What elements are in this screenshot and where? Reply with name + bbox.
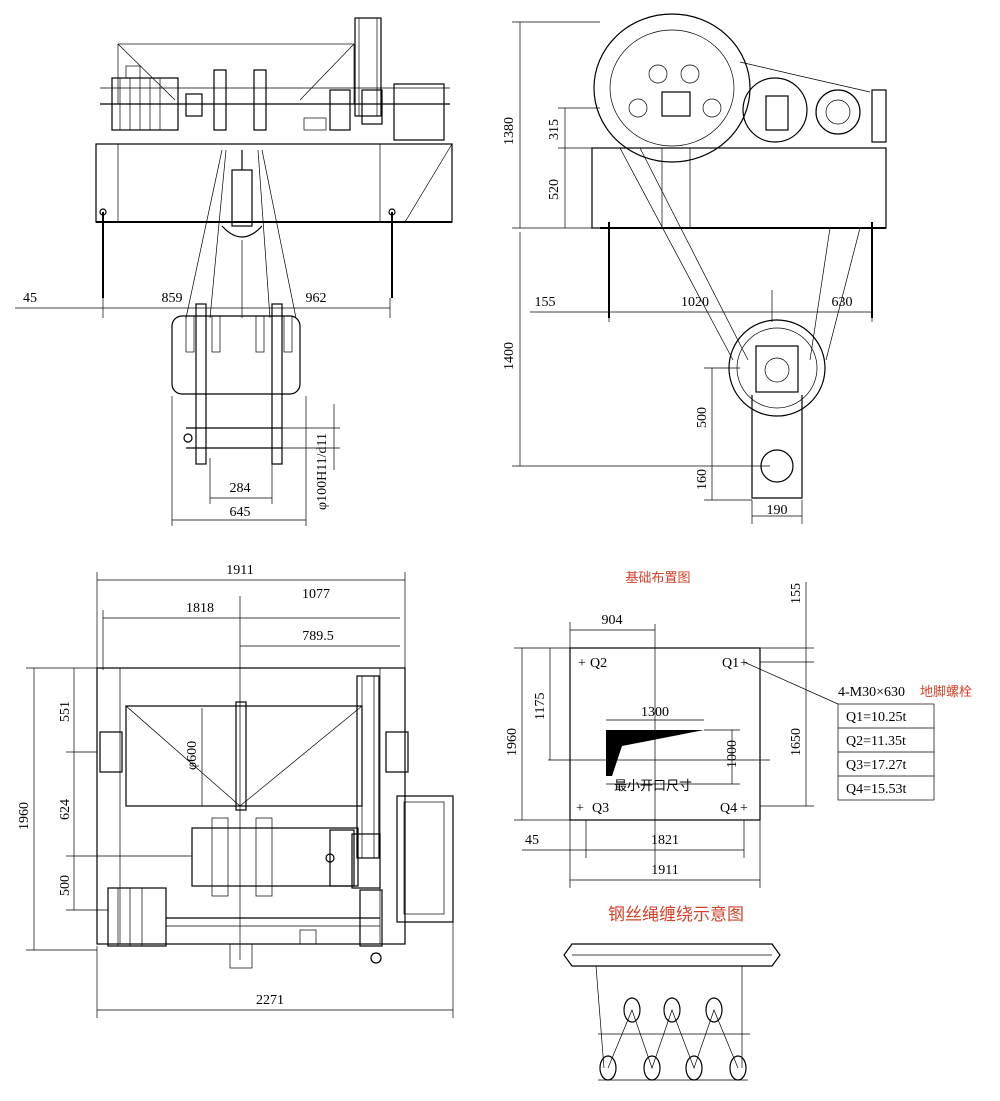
- dim-front-962: 962: [306, 291, 327, 306]
- dim-front-shaft-dia: φ100H11/d11: [315, 433, 330, 510]
- point-q4-mark: +: [740, 801, 748, 816]
- point-q3: Q3: [592, 801, 609, 816]
- dim-front-645: 645: [230, 505, 251, 520]
- dim-side-315: 315: [547, 119, 562, 140]
- bolt-label: 地脚螺栓: [920, 684, 972, 700]
- opening-shape: [606, 730, 704, 776]
- dim-side-520: 520: [547, 179, 562, 200]
- dim-side-1380: 1380: [502, 117, 517, 145]
- plan-view: 1911 1818 1077 789.5 φ600: [17, 563, 454, 1018]
- bolt-spec: 4-M30×630: [838, 685, 905, 700]
- dim-plan-789: 789.5: [302, 629, 334, 644]
- dim-side-1400: 1400: [502, 342, 517, 370]
- dim-plan-551: 551: [58, 701, 73, 722]
- dim-plan-1960: 1960: [17, 802, 32, 830]
- dim-plan-624: 624: [58, 799, 73, 820]
- point-q1-mark: +: [740, 656, 748, 671]
- dim-front-45: 45: [23, 291, 37, 306]
- dim-plan-1818: 1818: [186, 601, 214, 616]
- dim-fdn-1650: 1650: [789, 728, 804, 756]
- foundation-layout: 基础布置图 904 155 1650 1960 1175 1300 1000 最…: [505, 571, 972, 888]
- point-q1: Q1: [722, 656, 739, 671]
- dim-side-500: 500: [695, 407, 710, 428]
- side-view: 1380 315 520 155 1020 630 1400 500: [502, 13, 887, 524]
- dim-side-1020: 1020: [681, 295, 709, 310]
- load-q4: Q4=15.53t: [846, 782, 907, 797]
- dim-fdn-1000: 1000: [725, 740, 740, 768]
- dim-fdn-1175: 1175: [533, 693, 548, 720]
- dim-fdn-904: 904: [602, 613, 623, 628]
- dim-plan-2271: 2271: [256, 993, 284, 1008]
- point-q2: Q2: [590, 656, 607, 671]
- dim-side-160: 160: [695, 469, 710, 490]
- dim-plan-drum-dia: φ600: [185, 741, 200, 770]
- point-q2-mark: +: [578, 656, 586, 671]
- front-view: 45 859 962 φ100H11/d11 284 645: [15, 17, 453, 526]
- foundation-title: 基础布置图: [625, 571, 690, 586]
- dim-fdn-1300: 1300: [641, 705, 669, 720]
- rope-diagram: 钢丝绳缠绕示意图: [563, 905, 781, 1081]
- dim-plan-500: 500: [58, 875, 73, 896]
- point-q4: Q4: [720, 801, 737, 816]
- load-q1: Q1=10.25t: [846, 710, 907, 725]
- opening-label: 最小开口尺寸: [614, 779, 692, 794]
- dim-plan-1077: 1077: [302, 587, 330, 602]
- dim-fdn-1911: 1911: [651, 863, 678, 878]
- dim-fdn-1960: 1960: [505, 728, 520, 756]
- dim-side-190: 190: [767, 503, 788, 518]
- dim-plan-1911: 1911: [226, 563, 253, 578]
- load-q2: Q2=11.35t: [846, 734, 906, 749]
- dim-front-859: 859: [162, 291, 183, 306]
- dim-fdn-45: 45: [525, 833, 539, 848]
- dim-front-284: 284: [230, 481, 251, 496]
- load-q3: Q3=17.27t: [846, 758, 907, 773]
- point-q3-mark: +: [576, 801, 584, 816]
- dim-side-155: 155: [535, 295, 556, 310]
- dim-fdn-1821: 1821: [651, 833, 679, 848]
- rope-diagram-title: 钢丝绳缠绕示意图: [608, 905, 744, 925]
- dim-side-630: 630: [832, 295, 853, 310]
- dim-fdn-155: 155: [789, 583, 804, 604]
